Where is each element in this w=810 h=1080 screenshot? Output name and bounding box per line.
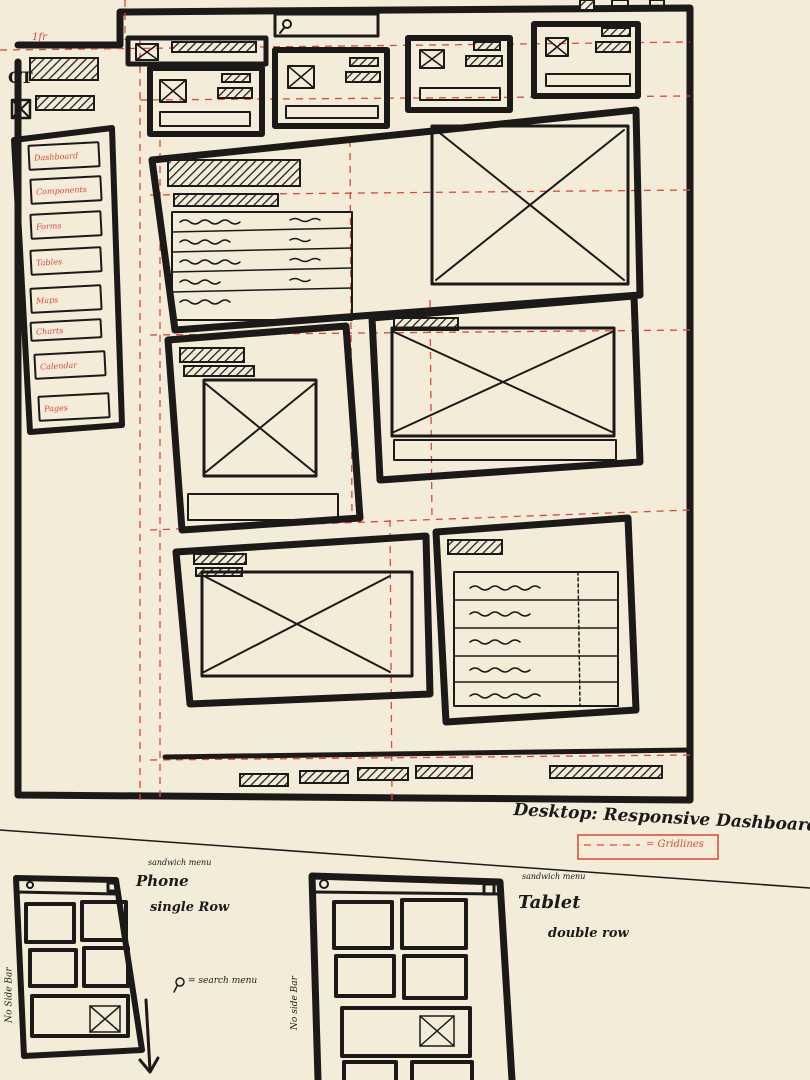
desktop-topbar <box>273 0 665 38</box>
caption-legend <box>577 834 719 860</box>
phone-subtitle: single Row <box>150 900 230 915</box>
brand-logo: CT <box>8 68 33 87</box>
sidebar-item-pages[interactable]: Pages <box>37 392 111 422</box>
phone-sidebar-note: No Side Bar <box>4 967 15 1023</box>
grid-corner-label: 1fr <box>32 32 47 43</box>
sidebar-header <box>10 57 99 120</box>
gridlines-legend: = Gridlines <box>646 839 704 850</box>
sidebar-item-charts[interactable]: Charts <box>29 318 103 342</box>
sidebar-item-maps[interactable]: Maps <box>29 284 103 314</box>
sidebar-item-forms[interactable]: Forms <box>29 210 103 240</box>
tablet-sidebar-note: No side Bar <box>289 976 300 1030</box>
main-panel-list-image <box>148 106 644 334</box>
card-image-small <box>164 322 364 534</box>
phone-title: Phone <box>136 872 189 890</box>
sidebar-item-calendar[interactable]: Calendar <box>33 350 107 380</box>
desktop-footer <box>162 747 693 787</box>
card-image-bottom <box>172 532 434 708</box>
tablet-menu-note: sandwich menu <box>522 872 586 881</box>
tablet-title: Tablet <box>518 892 581 913</box>
stat-card-row <box>125 21 641 137</box>
sidebar-item-dashboard[interactable]: Dashboard <box>27 141 101 171</box>
tablet-subtitle: double row <box>548 926 629 941</box>
card-image-wide <box>368 292 644 484</box>
phone-wireframe <box>13 875 185 1074</box>
sidebar-item-tables[interactable]: Tables <box>29 246 103 276</box>
phone-menu-note: sandwich menu <box>148 858 212 867</box>
sidebar-nav-frame <box>11 125 125 435</box>
card-table <box>432 514 640 726</box>
paper-edge <box>0 829 810 889</box>
sidebar-item-components[interactable]: Components <box>29 175 103 205</box>
tablet-wireframe <box>308 872 516 1080</box>
phone-search-note: = search menu <box>188 976 258 986</box>
